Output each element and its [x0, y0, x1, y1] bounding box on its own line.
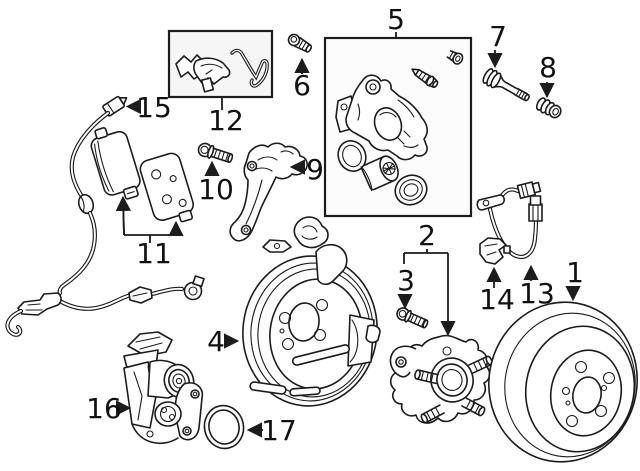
wheel-stud [414, 369, 439, 385]
wheel-stud [461, 397, 486, 417]
brake-rotor: 1 [488, 256, 638, 463]
bleeder-cap-icon [446, 50, 464, 65]
callout-17: 17 [261, 414, 297, 447]
callout-3: 3 [397, 264, 415, 297]
callout-1: 1 [566, 256, 584, 289]
caliper-assembly-box: 5 [323, 3, 473, 218]
slide-pin-7: 7 [482, 20, 530, 102]
callout-9: 9 [306, 153, 324, 186]
bolt-6: 6 [287, 33, 313, 102]
brake-hose: 13 [476, 181, 555, 310]
bolt-10: 10 [197, 142, 234, 206]
callout-14: 14 [479, 283, 515, 316]
abs-sensor-harness: 15 [5, 91, 205, 337]
piston-icon [360, 155, 399, 192]
harness-clip-mid [128, 286, 153, 304]
wheel-speed-sensor-head [183, 275, 205, 301]
callout-12: 12 [208, 104, 244, 137]
bushing-8: 8 [535, 51, 562, 119]
hub-bearing-assembly [389, 334, 493, 424]
callout-8: 8 [539, 51, 557, 84]
parking-brake-actuator: 16 [86, 331, 204, 445]
splash-shield: 4 [207, 239, 381, 407]
wheel-stud [420, 404, 445, 424]
callout-5: 5 [387, 3, 405, 36]
o-ring: 17 [203, 404, 297, 450]
piston-seal-icon [337, 140, 367, 172]
pad-spring-icon [230, 48, 269, 88]
pad-clip-kit-box: 12 [167, 29, 274, 137]
callout-16: 16 [86, 392, 122, 425]
bolt-3 [396, 307, 429, 329]
dust-boot-icon [394, 174, 428, 206]
outer-brake-pad [90, 127, 141, 200]
hose-bracket [476, 194, 505, 211]
callout-11: 11 [136, 237, 172, 270]
brake-pads: 11 [90, 127, 195, 270]
hose-fitting-top [516, 181, 542, 200]
caliper-bracket: 9 [229, 142, 329, 249]
callout-2: 2 [418, 219, 436, 252]
shield-hub-hole [288, 302, 320, 342]
callout-13: 13 [519, 277, 555, 310]
hose-clip-bracket: 14 [479, 237, 515, 316]
shield-top-wing [315, 243, 348, 286]
wheel-stud [468, 355, 493, 374]
callout-10: 10 [198, 173, 234, 206]
callout-15: 15 [136, 91, 172, 124]
inner-brake-pad [139, 152, 195, 223]
bleeder-screw-icon [411, 68, 439, 88]
hub-callout-group: 2 3 [397, 219, 456, 337]
pad-clip-icon [175, 54, 231, 93]
callout-7: 7 [489, 20, 507, 53]
callout-6: 6 [293, 69, 311, 102]
caliper-body-icon [335, 74, 428, 161]
callout-4: 4 [207, 325, 225, 358]
hose-fitting-right [528, 195, 543, 222]
